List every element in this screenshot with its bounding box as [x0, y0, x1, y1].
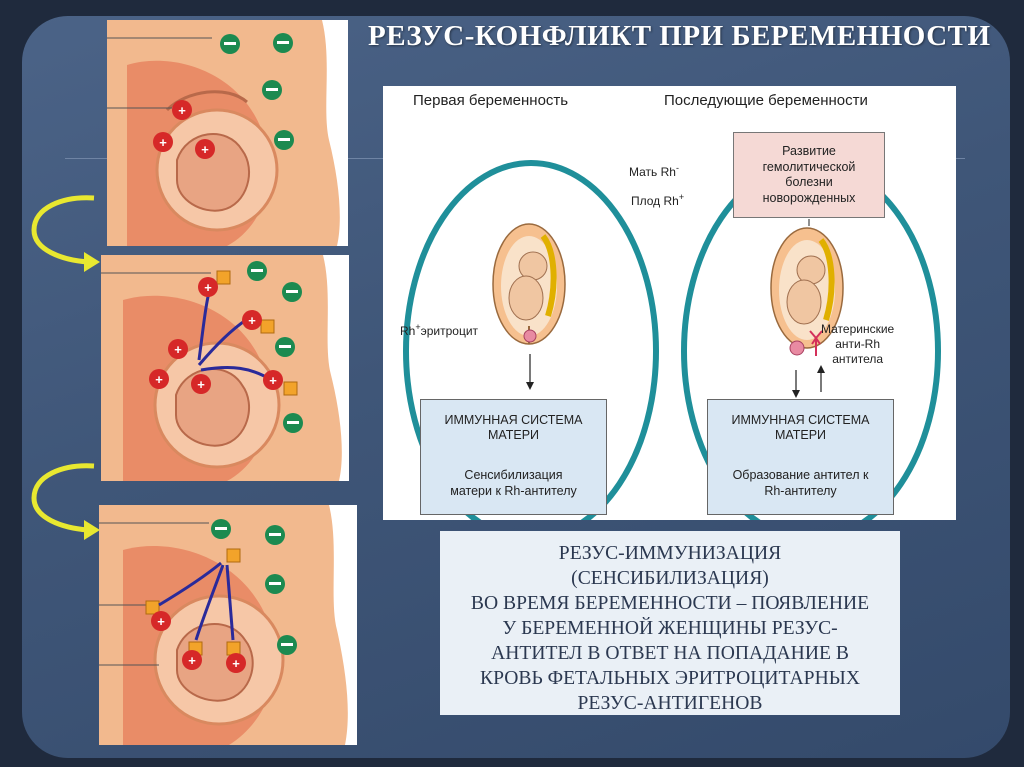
svg-text:+: + — [232, 656, 240, 671]
pregnancy-illustration-1-svg: + + + — [107, 20, 348, 246]
hemolytic-disease-box: Развитие гемолитической болезни новорожд… — [733, 132, 885, 218]
mother-rh-label: Мать Rh- — [629, 163, 679, 179]
svg-text:+: + — [201, 142, 209, 157]
svg-text:+: + — [197, 377, 205, 392]
svg-text:+: + — [159, 135, 167, 150]
uterus-icon-left — [493, 224, 565, 344]
slide-title: РЕЗУС-КОНФЛИКТ ПРИ БЕРЕМЕННОСТИ — [368, 20, 998, 53]
rh-erythrocyte-label: Rh+эритроцит — [400, 322, 478, 338]
svg-text:+: + — [188, 653, 196, 668]
immune-system-box-left: ИММУННАЯ СИСТЕМА МАТЕРИ Сенсибилизация м… — [420, 399, 607, 515]
first-pregnancy-title: Первая беременность — [413, 92, 568, 109]
immune-system-box-right: ИММУННАЯ СИСТЕМА МАТЕРИ Образование анти… — [707, 399, 894, 515]
rh-immunization-definition: РЕЗУС-ИММУНИЗАЦИЯ (СЕНСИБИЛИЗАЦИЯ) ВО ВР… — [440, 531, 900, 715]
svg-text:+: + — [269, 373, 277, 388]
rh-conflict-diagram: Первая беременность Последующие беременн… — [383, 86, 956, 520]
pregnancy-illustration-2-svg: + + + + + + — [101, 255, 349, 481]
curved-arrow-icon-2 — [22, 456, 106, 544]
svg-text:+: + — [155, 372, 163, 387]
fetus-rh-label: Плод Rh+ — [631, 192, 684, 208]
maternal-antibodies-label: Материнские анти-Rh антитела — [821, 322, 894, 367]
svg-text:+: + — [204, 280, 212, 295]
pregnancy-illustration-3: + + + — [99, 505, 357, 745]
svg-text:+: + — [248, 313, 256, 328]
curved-arrow-icon-1 — [22, 188, 106, 276]
subsequent-pregnancy-title: Последующие беременности — [664, 92, 868, 109]
pregnancy-illustration-3-svg: + + + — [99, 505, 357, 745]
svg-text:+: + — [178, 103, 186, 118]
pregnancy-illustration-1: + + + — [107, 20, 348, 246]
pregnancy-illustration-2: + + + + + + — [101, 255, 349, 481]
svg-text:+: + — [174, 342, 182, 357]
svg-text:+: + — [157, 614, 165, 629]
